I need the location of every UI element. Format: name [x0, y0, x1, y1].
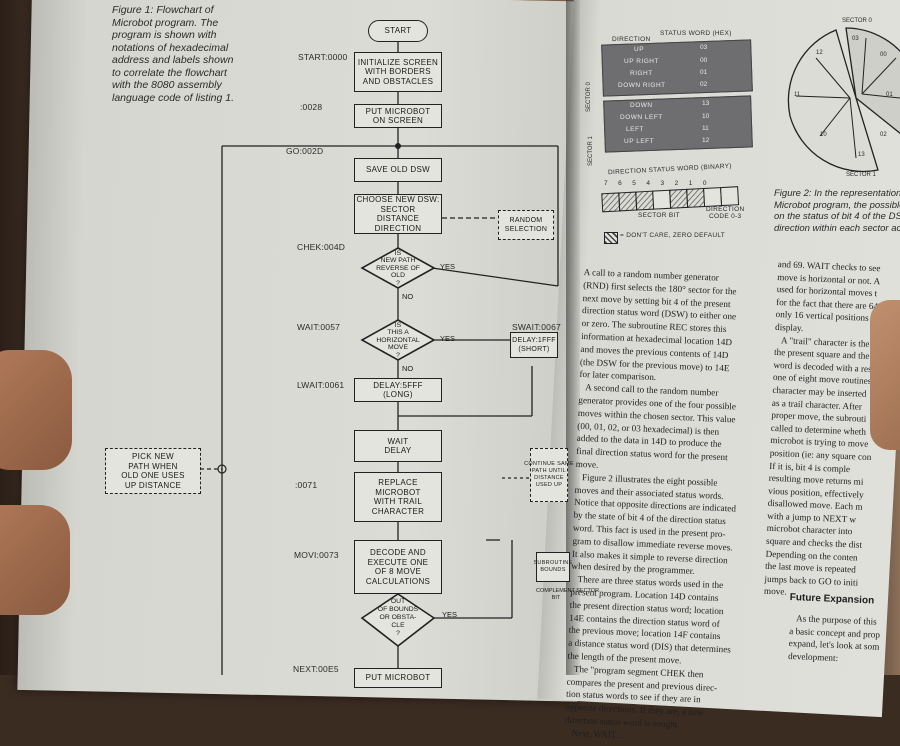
dial-sector0-label: SECTOR 0	[842, 18, 872, 24]
flowchart-connectors	[200, 40, 559, 675]
label-movi: MOVI:0073	[294, 550, 339, 560]
delay-short-box: DELAY:1FFF (SHORT)	[510, 332, 558, 358]
no-label-reverse: NO	[402, 292, 414, 301]
subroutine-bounds-box: SUBROUTINE BOUNDS	[533, 552, 572, 582]
bit-register-diagram	[601, 186, 740, 213]
thumb	[0, 350, 72, 470]
label-0028: :0028	[300, 102, 323, 112]
decision-bounds: OUT OF BOUNDS OR OBSTA- CLE ?	[377, 598, 419, 637]
sector-bit-label: SECTOR BIT	[638, 212, 680, 219]
s0-row4-dir: DOWN RIGHT	[618, 82, 666, 89]
choose-dsw-box: CHOOSE NEW DSW: SECTOR DISTANCE DIRECTIO…	[354, 194, 442, 234]
dial-code-13: 13	[858, 152, 865, 158]
s0-row1-dir: UP	[634, 46, 645, 53]
label-wait: WAIT:0057	[297, 322, 341, 332]
bit-4: 4	[646, 180, 661, 187]
s1-row3-dir: LEFT	[626, 126, 644, 133]
article-column-2: and 69. WAIT checks to see move is horiz…	[763, 258, 881, 598]
dial-code-00: 00	[880, 52, 887, 58]
bit-numbers: 76543210	[604, 180, 717, 187]
continue-path-box: CONTINUE SAME PATH UNTIL DISTANCE USED U…	[524, 448, 574, 502]
book-gutter	[566, 0, 580, 675]
random-selection-box: RANDOM SELECTION	[498, 210, 554, 240]
start-terminal: START	[368, 20, 428, 42]
sector1-side-label: SECTOR 1	[588, 136, 594, 166]
no-label-horizontal: NO	[402, 364, 414, 373]
dial-sector1-label: SECTOR 1	[846, 172, 876, 178]
s1-row2-hex: 10	[702, 113, 710, 120]
s0-row4-hex: 02	[700, 81, 708, 88]
s1-row1-dir: DOWN	[630, 102, 653, 109]
label-next: NEXT:00E5	[293, 664, 339, 674]
figure2-caption: Figure 2: In the representation Microbot…	[774, 188, 900, 234]
s1-row3-hex: 11	[702, 125, 709, 132]
decision-reverse: IS NEW PATH REVERSE OF OLD ?	[376, 250, 420, 287]
s1-row4-dir: UP LEFT	[624, 138, 655, 145]
yes-label-bounds: YES	[442, 610, 458, 619]
fig2-col-direction: DIRECTION	[612, 36, 651, 43]
article-column-1: A call to a random number generator (RND…	[564, 266, 737, 740]
dial-code-12: 12	[816, 50, 823, 56]
dial-code-02: 02	[880, 132, 887, 138]
s0-row3-dir: RIGHT	[630, 70, 653, 77]
label-go: GO:002D	[286, 146, 324, 156]
s1-row1-hex: 13	[702, 100, 710, 107]
sector0-side-label: SECTOR 0	[586, 82, 592, 112]
put-microbot-box: PUT MICROBOT ON SCREEN	[354, 104, 442, 128]
dial-code-03: 03	[852, 36, 859, 42]
save-dsw-box: SAVE OLD DSW	[354, 158, 442, 182]
delay-long-box: DELAY:5FFF (LONG)	[354, 378, 442, 402]
sector-dial	[787, 27, 900, 173]
put-microbot-bottom-box: PUT MICROBOT	[354, 668, 442, 688]
bit-7: 7	[604, 180, 619, 187]
label-start-address: START:0000	[298, 52, 348, 62]
bit-3: 3	[660, 180, 675, 187]
dont-care-label: = DON'T CARE, ZERO DEFAULT	[620, 232, 726, 239]
dial-code-11: 11	[794, 92, 801, 98]
article-column-2-continued: As the purpose of this a basic concept a…	[787, 612, 881, 663]
wait-delay-box: WAIT DELAY	[354, 430, 442, 462]
fig2-col-status: STATUS WORD (HEX)	[660, 30, 732, 37]
bit-6: 6	[618, 180, 633, 187]
figure1-caption: Figure 1: Flowchart of Microbot program.…	[112, 4, 235, 104]
bit-5: 5	[632, 180, 647, 187]
dont-care-swatch	[604, 232, 618, 244]
right-hand-finger	[870, 300, 900, 450]
dial-code-01: 01	[886, 92, 893, 98]
s1-row2-dir: DOWN LEFT	[620, 114, 663, 121]
bit-0: 0	[702, 180, 717, 187]
direction-code-label: DIRECTION CODE 0-3	[706, 206, 745, 220]
init-screen-box: INITIALIZE SCREEN WITH BORDERS AND OBSTA…	[354, 52, 442, 92]
s1-row4-hex: 12	[702, 137, 710, 144]
s0-row1-hex: 03	[700, 44, 708, 51]
s0-row2-hex: 00	[700, 57, 708, 64]
decode-execute-box: DECODE AND EXECUTE ONE OF 8 MOVE CALCULA…	[354, 540, 442, 594]
pick-new-path-box: PICK NEW PATH WHEN OLD ONE USES UP DISTA…	[105, 448, 201, 494]
label-0071: :0071	[295, 480, 318, 490]
label-lwait: LWAIT:0061	[297, 380, 345, 390]
bit-1: 1	[688, 180, 703, 187]
yes-label-reverse: YES	[440, 262, 456, 271]
finger	[0, 505, 70, 615]
label-swait: SWAIT:0067	[512, 322, 561, 332]
decision-horizontal: IS THIS A HORIZONTAL MOVE ?	[376, 322, 420, 359]
bit-2: 2	[674, 180, 689, 187]
dial-code-10: 10	[820, 132, 827, 138]
s0-row2-dir: UP RIGHT	[624, 58, 659, 65]
label-chek: CHEK:004D	[297, 242, 346, 252]
s0-row3-hex: 01	[700, 69, 708, 76]
replace-microbot-box: REPLACE MICROBOT WITH TRAIL CHARACTER	[354, 472, 442, 522]
yes-label-horizontal: YES	[440, 334, 456, 343]
